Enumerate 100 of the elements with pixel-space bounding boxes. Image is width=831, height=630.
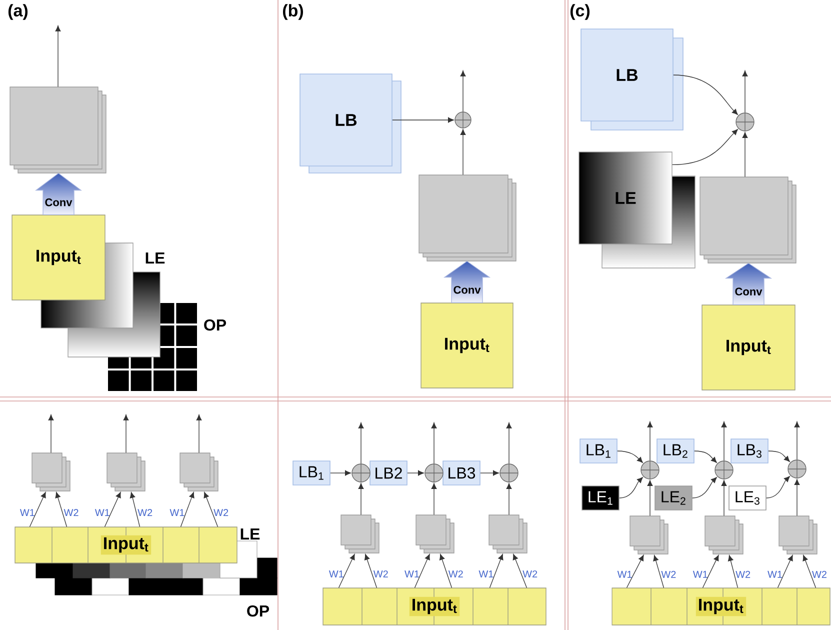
edge-label: W2: [138, 509, 152, 516]
arrow: [104, 492, 121, 528]
arrow: [802, 555, 816, 588]
arrow: [647, 480, 653, 516]
encoding-box: LE$_{2}$: [654, 486, 692, 510]
encoding-box: LE$_{1}$: [582, 486, 620, 510]
bias-map: LB: [580, 28, 684, 130]
sum-circle: [736, 112, 754, 132]
bias-box: LB$_{1}$: [292, 460, 330, 486]
arrow: [673, 74, 738, 115]
input-strip: Input$_{t}$: [322, 588, 546, 626]
bias-box: LB3: [442, 460, 480, 486]
layer-label: OP: [247, 605, 270, 617]
edge-label: W1: [404, 570, 420, 578]
arrow: [489, 554, 504, 588]
input-strip: Input$_{t}$: [14, 526, 238, 564]
bias-box: LB$_{2}$: [656, 438, 694, 464]
feature-map-stack: [340, 514, 380, 554]
sum-circle: [454, 112, 472, 128]
feature-map-stack: [32, 452, 70, 492]
panel-label: (c): [570, 4, 590, 20]
arrow: [460, 70, 466, 112]
feature-map-stack: [630, 516, 668, 554]
layer-label: LE: [240, 528, 260, 540]
arrow: [123, 414, 129, 454]
edge-label: Conv: [45, 198, 72, 206]
sum-circle: [500, 464, 518, 482]
block-arrow: [443, 260, 491, 303]
arrow: [702, 554, 719, 588]
sum-circle: [788, 460, 806, 478]
edge-label: W1: [617, 570, 632, 578]
edge-label: W1: [478, 570, 494, 578]
arrow: [647, 421, 653, 461]
input-box: Input$_{t}$: [420, 302, 514, 388]
edge-label: W2: [64, 509, 78, 516]
feature-map-stack: [10, 86, 106, 174]
arrow: [55, 26, 61, 88]
input-box: Input$_{t}$: [12, 214, 106, 300]
arrow: [626, 554, 644, 588]
arrow: [204, 492, 218, 528]
gradient-map: LE: [578, 152, 696, 268]
arrow: [196, 414, 202, 454]
panel-label: (b): [283, 4, 303, 20]
arrow: [358, 422, 364, 464]
arrow: [512, 554, 528, 588]
encoding-box: LE$_{3}$: [728, 486, 766, 510]
edge-label: Conv: [454, 286, 481, 294]
arrow: [130, 492, 140, 528]
edge-label: W2: [812, 570, 826, 578]
bias-box: LB2: [370, 460, 408, 486]
arrow: [29, 492, 46, 528]
edge-label: W1: [94, 509, 110, 516]
feature-map-stack: [416, 514, 454, 554]
arrow: [392, 117, 454, 123]
feature-map-stack: [700, 176, 796, 264]
arrow: [338, 554, 355, 588]
arrow: [794, 479, 800, 516]
arrow: [506, 422, 512, 464]
panel-label: (a): [8, 4, 28, 20]
arrow: [672, 129, 738, 166]
feature-map-stack: [180, 452, 218, 492]
arrow: [407, 470, 424, 476]
arrow: [439, 554, 452, 588]
edge-label: W2: [373, 570, 388, 578]
arrow: [694, 450, 717, 463]
arrow: [619, 477, 643, 498]
sum-circle: [714, 460, 734, 480]
arrow: [768, 450, 790, 462]
feature-map-stack: [488, 514, 528, 554]
feature-map-stack: [418, 174, 516, 262]
layer-label: LE: [146, 252, 165, 264]
edge-label: W1: [170, 509, 184, 516]
sum-circle: [424, 464, 444, 482]
arrow: [364, 554, 378, 588]
arrow: [480, 470, 499, 476]
arrow: [742, 70, 748, 113]
arrow: [460, 129, 466, 176]
arrow: [721, 480, 727, 516]
arrow: [721, 421, 727, 461]
edge-label: W1: [328, 570, 344, 578]
feature-map-stack: [106, 452, 146, 492]
bias-box: LB$_{1}$: [580, 438, 618, 464]
arrow: [414, 554, 430, 588]
arrow: [506, 483, 512, 516]
edge-label: W1: [768, 570, 782, 578]
edge-label: W1: [692, 570, 708, 578]
feature-map-stack: [704, 516, 744, 554]
input-strip: Input$_{t}$: [612, 588, 830, 626]
arrow: [431, 422, 437, 464]
sum-circle: [352, 464, 370, 482]
edge-label: W2: [214, 509, 228, 516]
bias-map: LB: [300, 74, 402, 174]
arrow: [653, 555, 664, 588]
arrow: [766, 476, 790, 498]
edge-label: W2: [448, 570, 463, 578]
arrow: [777, 554, 793, 588]
feature-map-stack: [778, 516, 818, 554]
edge-label: Conv: [735, 288, 762, 296]
input-box: Input$_{t}$: [702, 304, 796, 390]
arrow: [794, 421, 800, 460]
